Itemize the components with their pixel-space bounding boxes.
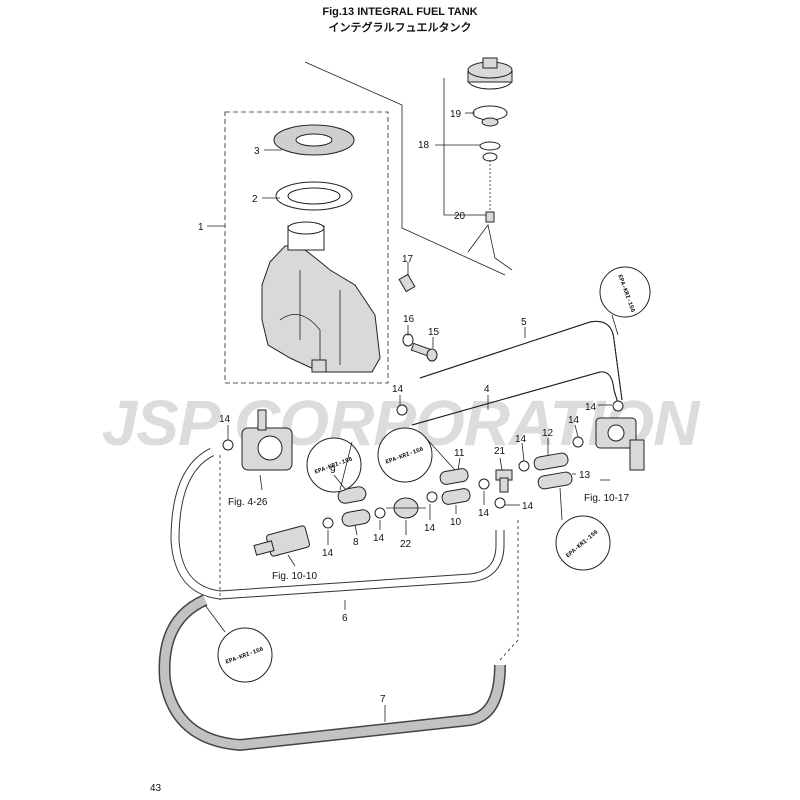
- label-part-6: 6: [342, 613, 348, 624]
- label-part-14: 14: [522, 501, 534, 512]
- cap-gasket: [472, 105, 508, 127]
- cap-leader-bracket: [443, 78, 470, 216]
- fuel-cock: [595, 417, 645, 471]
- label-part-14: 14: [585, 402, 597, 413]
- hose-clamp: [222, 400, 624, 529]
- hose-8: [341, 509, 371, 527]
- hose-13: [537, 471, 573, 490]
- label-part-12: 12: [542, 428, 554, 439]
- carburetor-fitting: [253, 525, 310, 557]
- label-part-15: 15: [428, 327, 440, 338]
- label-part-8: 8: [353, 537, 359, 548]
- leader-lines: [207, 112, 612, 722]
- figure-ref-10-17: Fig. 10-17: [584, 493, 629, 504]
- label-part-14: 14: [373, 533, 385, 544]
- page-number: 43: [150, 783, 162, 794]
- label-part-17: 17: [402, 254, 414, 265]
- label-part-16: 16: [403, 314, 415, 325]
- label-part-14: 14: [392, 384, 404, 395]
- label-part-14: 14: [219, 414, 231, 425]
- figure-ref-4-26: Fig. 4-26: [228, 497, 268, 508]
- cap-clip: [479, 141, 501, 162]
- label-part-13: 13: [579, 470, 591, 481]
- hose-nipple: [398, 273, 416, 293]
- figure-title: Fig.13 INTEGRAL FUEL TANK: [322, 6, 478, 18]
- label-part-14: 14: [568, 415, 580, 426]
- label-part-4: 4: [484, 384, 490, 395]
- hose-12: [533, 452, 569, 471]
- label-part-22: 22: [400, 539, 412, 550]
- figure-title-japanese: インテグラルフュエルタンク: [328, 22, 472, 34]
- epa-tag: EPA-KRI-156: [555, 515, 611, 571]
- label-part-7: 7: [380, 694, 386, 705]
- label-part-11: 11: [454, 448, 465, 459]
- fuel-pump: [241, 409, 293, 471]
- label-part-10: 10: [450, 517, 462, 528]
- label-part-3: 3: [254, 146, 260, 157]
- label-part-18: 18: [418, 140, 430, 151]
- epa-tag: EPA-KRI-156: [377, 427, 433, 483]
- hose-10: [441, 488, 471, 505]
- label-part-5: 5: [521, 317, 527, 328]
- epa-tag: EPA-KRI-156: [306, 437, 362, 493]
- label-part-19: 19: [450, 109, 462, 120]
- hose-11: [439, 468, 469, 485]
- fuel-tank: [261, 221, 381, 373]
- label-part-14: 14: [322, 548, 334, 559]
- tank-gasket: [275, 181, 353, 211]
- label-part-1: 1: [198, 222, 204, 233]
- label-part-14: 14: [478, 508, 490, 519]
- epa-tag: EPA-KRI-156: [217, 627, 273, 683]
- tank-bolt: [410, 342, 438, 362]
- cap-strap: [467, 160, 513, 271]
- label-part-20: 20: [454, 211, 466, 222]
- figure-ref-10-10: Fig. 10-10: [272, 571, 317, 582]
- assembly-outline: [304, 61, 506, 276]
- label-part-21: 21: [494, 446, 506, 457]
- tank-group-box: [224, 111, 389, 384]
- label-part-14: 14: [515, 434, 527, 445]
- fuel-filter: [386, 497, 426, 519]
- label-part-2: 2: [252, 194, 258, 205]
- epa-tag: EPA-KRI-156: [599, 266, 651, 318]
- tank-seal: [273, 124, 355, 156]
- label-part-14: 14: [424, 523, 436, 534]
- fuel-cap: [467, 57, 513, 90]
- t-joint: [495, 469, 513, 493]
- hose-9: [337, 486, 367, 504]
- label-part-9: 9: [330, 465, 336, 476]
